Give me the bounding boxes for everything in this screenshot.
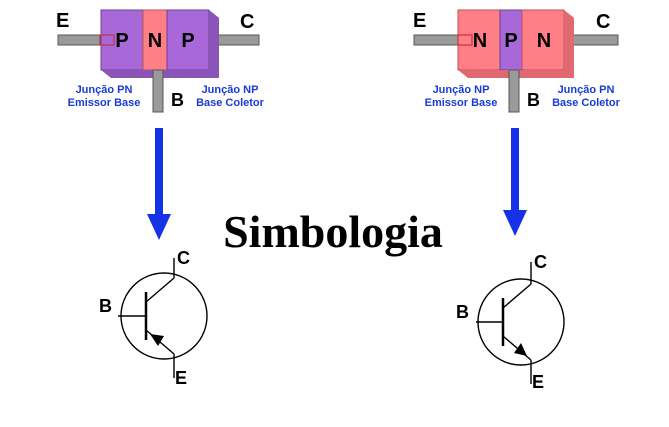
pnp-symbol-emitter-label: E [175, 368, 187, 388]
pnp-symbol-arrow-icon [150, 334, 164, 346]
npn-emitter-label: E [413, 10, 426, 32]
npn-symbol-base-label: B [456, 302, 469, 322]
npn-junction-right-line1: Junção PN [558, 84, 615, 96]
pnp-emitter-contact [99, 34, 115, 46]
pnp-collector-label: C [240, 11, 254, 33]
npn-base-terminal [508, 69, 520, 113]
npn-symbol-collector-diag [502, 283, 532, 309]
pnp-region-p-collector [166, 9, 210, 71]
pnp-junction-right-line1: Junção NP [202, 84, 259, 96]
npn-collector-label: C [596, 11, 610, 33]
pnp-side-face [209, 10, 219, 78]
npn-block-label-3: N [537, 30, 551, 52]
npn-symbol-emitter-diag [502, 335, 532, 361]
pnp-structure: P N P E C B Junção PN Emissor Base Junçã… [56, 9, 265, 113]
npn-junction-right-line2: Base Coletor [552, 97, 621, 109]
pnp-block-label-1: P [115, 30, 128, 52]
pnp-symbol-collector-label: C [177, 248, 190, 268]
pnp-emitter-label: E [56, 10, 69, 32]
npn-junction-left-line2: Emissor Base [425, 97, 498, 109]
pnp-block-label-2: N [148, 30, 162, 52]
npn-symbol [476, 262, 565, 384]
pnp-base-terminal [152, 69, 164, 113]
pnp-block-label-3: P [181, 30, 194, 52]
npn-block-label-1: N [473, 30, 487, 52]
npn-junction-left-line1: Junção NP [433, 84, 490, 96]
npn-symbol-arrow-icon [514, 343, 527, 356]
npn-symbol-emitter-label: E [532, 372, 544, 392]
npn-base-label: B [527, 90, 540, 110]
pnp-symbol-collector-diag [145, 277, 175, 303]
pnp-down-arrow [147, 128, 171, 240]
npn-down-arrow [503, 128, 527, 236]
npn-symbol-collector-label: C [534, 252, 547, 272]
pnp-junction-left-line2: Emissor Base [68, 97, 141, 109]
pnp-base-label: B [171, 90, 184, 110]
pnp-junction-left-line1: Junção PN [76, 84, 133, 96]
pnp-symbol-base-label: B [99, 296, 112, 316]
npn-block-label-2: P [504, 30, 517, 52]
pnp-region-p-emitter [100, 9, 144, 71]
npn-structure: N P N E C B Junção NP Emissor Base Junçã… [413, 9, 621, 113]
npn-emitter-contact [457, 34, 473, 46]
page-title: Simbologia [223, 206, 443, 257]
pnp-junction-right-line2: Base Coletor [196, 97, 265, 109]
pnp-symbol [118, 258, 208, 378]
npn-side-face [564, 10, 574, 78]
